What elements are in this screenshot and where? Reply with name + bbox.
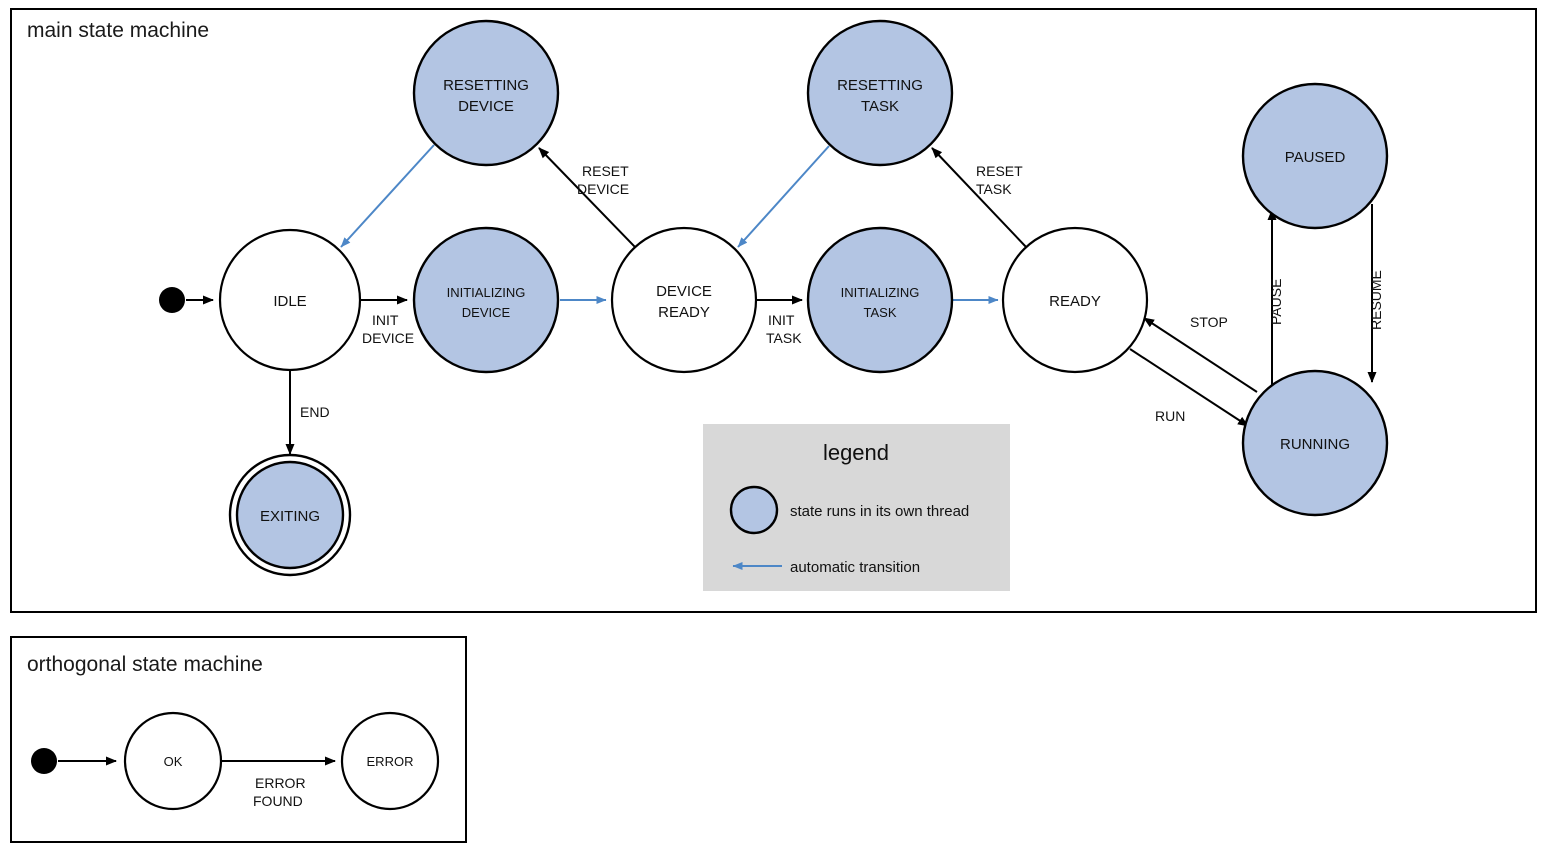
transitions-layer: INIT DEVICE END RESET DEVICE INIT TASK R… <box>186 144 1384 455</box>
state-ok-shape[interactable] <box>123 711 223 811</box>
label-init-device-line1: INIT <box>372 312 399 328</box>
label-stop: STOP <box>1190 314 1228 330</box>
label-run: RUN <box>1155 408 1185 424</box>
legend-thread-state-swatch <box>729 485 779 535</box>
state-ok[interactable]: OK <box>123 711 223 811</box>
state-device-ready-label-line1: DEVICE <box>656 283 712 300</box>
label-pause: PAUSE <box>1268 279 1284 325</box>
label-error-found-line1: ERROR <box>255 775 306 791</box>
state-idle-shape[interactable] <box>218 228 362 372</box>
label-resume: RESUME <box>1368 270 1384 330</box>
state-running-label: RUNNING <box>1280 436 1350 453</box>
transition-ready-resetting-task <box>931 147 1028 249</box>
state-device-ready-label-line2: READY <box>658 304 710 321</box>
state-idle[interactable]: IDLE <box>218 228 362 372</box>
legend: legend state runs in its own thread auto… <box>703 424 1010 591</box>
state-running-shape[interactable] <box>1241 369 1389 517</box>
label-init-device-line2: DEVICE <box>362 330 414 346</box>
legend-thread-state-text: state runs in its own thread <box>790 503 969 520</box>
state-resetting-task[interactable]: RESETTING TASK <box>806 19 954 167</box>
state-initializing-device-label-line2: DEVICE <box>462 305 511 320</box>
transition-ready-running <box>1129 348 1249 427</box>
main-frame-title: main state machine <box>27 19 209 42</box>
state-resetting-task-label-line1: RESETTING <box>837 77 923 94</box>
state-resetting-device-shape[interactable] <box>412 19 560 167</box>
state-exiting-label: EXITING <box>260 508 320 525</box>
state-device-ready-shape[interactable] <box>610 226 758 374</box>
state-error[interactable]: ERROR <box>340 711 440 811</box>
label-reset-task-line1: RESET <box>976 163 1023 179</box>
state-initializing-task-label-line2: TASK <box>864 305 897 320</box>
orthogonal-state-machine-frame: orthogonal state machine ERROR FOUND OK … <box>10 636 467 843</box>
state-initializing-task-label-line1: INITIALIZING <box>841 285 920 300</box>
orthogonal-frame-title: orthogonal state machine <box>27 653 263 676</box>
state-resetting-device[interactable]: RESETTING DEVICE <box>412 19 560 167</box>
state-ok-label: OK <box>164 754 183 769</box>
initial-state-dot <box>159 287 185 313</box>
label-reset-device-line1: RESET <box>582 163 629 179</box>
state-resetting-task-shape[interactable] <box>806 19 954 167</box>
state-initializing-task[interactable]: INITIALIZING TASK <box>806 226 954 374</box>
state-ready-shape[interactable] <box>1001 226 1149 374</box>
state-initializing-device[interactable]: INITIALIZING DEVICE <box>412 226 560 374</box>
state-paused-shape[interactable] <box>1241 82 1389 230</box>
state-initializing-device-shape[interactable] <box>412 226 560 374</box>
label-reset-device-line2: DEVICE <box>577 181 629 197</box>
state-initializing-device-label-line1: INITIALIZING <box>447 285 526 300</box>
label-reset-task-line2: TASK <box>976 181 1012 197</box>
legend-title: legend <box>823 440 889 465</box>
state-ready[interactable]: READY <box>1001 226 1149 374</box>
state-ready-label: READY <box>1049 293 1101 310</box>
orthogonal-initial-state-dot <box>31 748 57 774</box>
state-exiting[interactable]: EXITING <box>228 453 352 577</box>
state-error-shape[interactable] <box>340 711 440 811</box>
legend-automatic-transition-text: automatic transition <box>790 559 920 576</box>
state-resetting-device-label-line2: DEVICE <box>458 98 514 115</box>
label-init-task-line2: TASK <box>766 330 802 346</box>
transition-running-ready <box>1143 317 1258 393</box>
state-idle-label: IDLE <box>273 293 306 310</box>
state-error-label: ERROR <box>367 754 414 769</box>
state-running[interactable]: RUNNING <box>1241 369 1389 517</box>
label-error-found-line2: FOUND <box>253 793 303 809</box>
transition-resetting-device-idle <box>340 144 435 248</box>
label-init-task-line1: INIT <box>768 312 795 328</box>
state-paused-label: PAUSED <box>1285 149 1346 166</box>
state-resetting-task-label-line2: TASK <box>861 98 899 115</box>
transition-resetting-task-device-ready <box>737 145 830 248</box>
state-paused[interactable]: PAUSED <box>1241 82 1389 230</box>
transition-device-ready-resetting-device <box>538 147 637 249</box>
state-initializing-task-shape[interactable] <box>806 226 954 374</box>
states-layer: IDLE RESETTING DEVICE INITIALIZING DEVIC… <box>159 19 1389 577</box>
state-resetting-device-label-line1: RESETTING <box>443 77 529 94</box>
state-exiting-shape[interactable] <box>235 460 345 570</box>
state-device-ready[interactable]: DEVICE READY <box>610 226 758 374</box>
label-end: END <box>300 404 330 420</box>
